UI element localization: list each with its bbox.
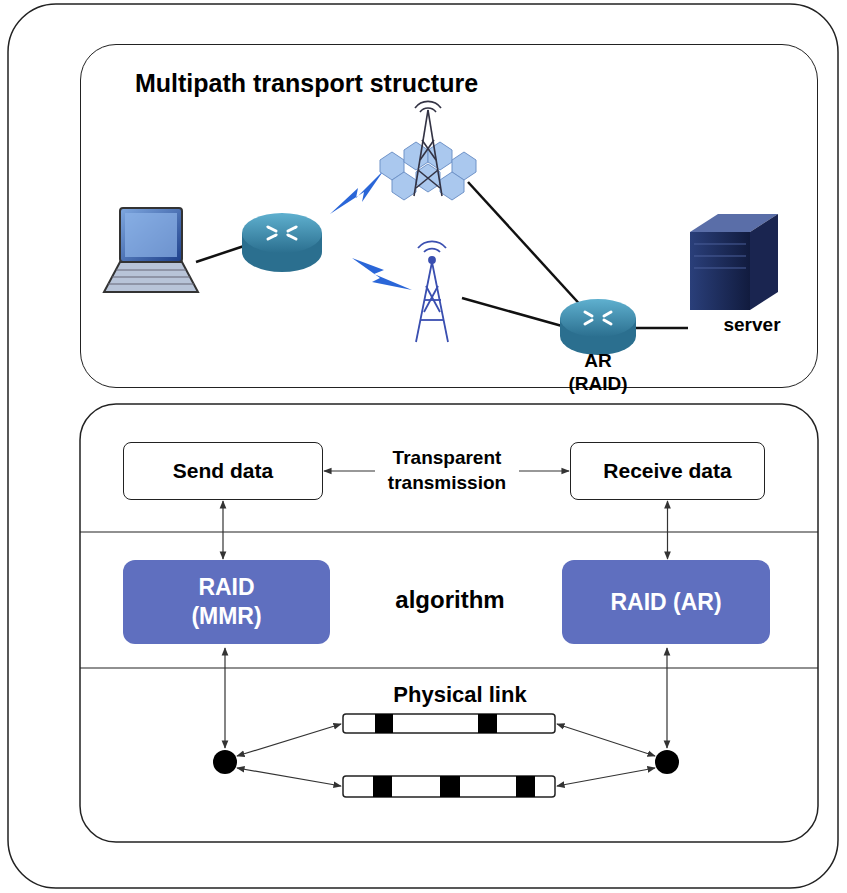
- box-text: RAID (MMR): [162, 573, 292, 631]
- device-label: AR (RAID): [568, 350, 628, 396]
- box-text: Send data: [173, 458, 273, 484]
- process-box: Receive data: [570, 442, 765, 500]
- panel: Multipath transport structure: [80, 44, 818, 388]
- box-text: Receive data: [603, 458, 731, 484]
- laptop-icon: [104, 208, 198, 292]
- band-divider: [80, 667, 818, 668]
- band-divider: [80, 531, 818, 532]
- router-icon: [560, 299, 636, 355]
- device-label: server: [712, 314, 792, 337]
- connector: [222, 501, 223, 559]
- algorithm-box: RAID (AR): [562, 560, 770, 644]
- bottom-panel: [80, 404, 818, 842]
- panel-title: Multipath transport structure: [135, 69, 478, 98]
- process-box: Send data: [123, 442, 323, 500]
- algorithm-box: RAID (MMR): [123, 560, 330, 644]
- cell-tower-icon: [380, 101, 476, 200]
- physical-link: [213, 648, 679, 797]
- wireless-link: [330, 170, 384, 214]
- wireless-link: [352, 258, 412, 290]
- layer-label: Physical link: [340, 682, 580, 708]
- connector: [667, 501, 668, 559]
- edge-label: Transparent transmission: [375, 446, 519, 495]
- antenna-icon: [416, 241, 448, 342]
- box-text: RAID (AR): [610, 588, 721, 617]
- outer-frame: [8, 4, 838, 888]
- layer-label: algorithm: [360, 586, 540, 615]
- router-icon: [242, 213, 322, 272]
- server-icon: [690, 214, 778, 310]
